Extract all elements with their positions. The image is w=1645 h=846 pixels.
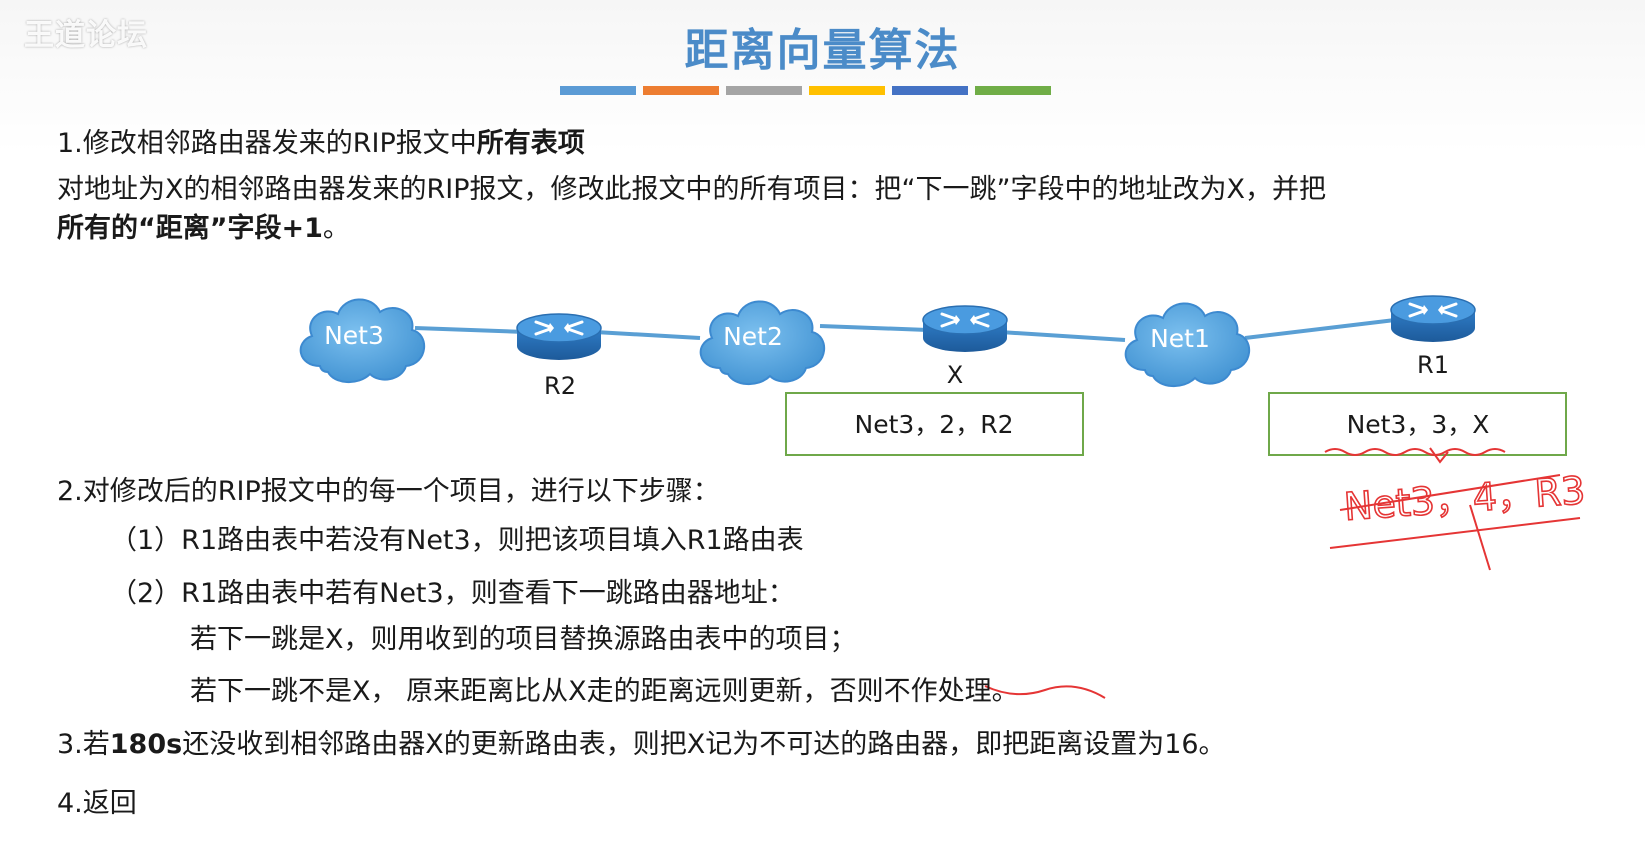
router-r1-label: R1 (1417, 351, 1449, 379)
step2-case2: 若下一跳不是X， 原来距离比从X走的距离远则更新，否则不作处理。 (190, 676, 1019, 707)
watermark: 王道论坛 (24, 18, 148, 53)
step3: 3.若180s还没收到相邻路由器X的更新路由表，则把X记为不可达的路由器，即把距… (57, 729, 1226, 760)
table-x: Net3，2，R2 (785, 392, 1084, 456)
step1-heading-text: 1.修改相邻路由器发来的RIP报文中 (57, 128, 477, 159)
handwritten-text: Net3，4，R3 (1343, 468, 1587, 529)
step2-sub1: （1）R1路由表中若没有Net3，则把该项目填入R1路由表 (110, 525, 804, 556)
color-bar-orange (643, 86, 719, 95)
step1-bold-text: 所有的“距离”字段+1 (57, 213, 323, 244)
cloud-net1-label: Net1 (1150, 324, 1210, 353)
step1-heading-bold: 所有表项 (476, 128, 585, 159)
color-bar-darkblue (892, 86, 968, 95)
router-x-label: X (947, 361, 963, 389)
table-r1: Net3，3，X (1268, 392, 1567, 456)
step4: 4.返回 (57, 788, 137, 819)
cloud-net3-label: Net3 (324, 321, 384, 350)
cloud-net1: Net1 (1124, 302, 1251, 388)
step3-suffix: 还没收到相邻路由器X的更新路由表，则把X记为不可达的路由器，即把距离设置为16。 (182, 729, 1226, 760)
step1-suffix: 。 (322, 213, 350, 244)
handwritten-annotation (984, 447, 1581, 699)
color-bar-yellow (809, 86, 885, 95)
cloud-net2: Net2 (699, 300, 826, 386)
step2-case1: 若下一跳是X，则用收到的项目替换源路由表中的项目； (190, 624, 857, 655)
cloud-net3: Net3 (299, 298, 426, 384)
step3-bold: 180s (109, 729, 183, 760)
step1-description: 对地址为X的相邻路由器发来的RIP报文，修改此报文中的所有项目：把“下一跳”字段… (57, 174, 1326, 205)
color-bar-blue (560, 86, 636, 95)
cloud-net2-label: Net2 (723, 322, 783, 351)
router-r2-label: R2 (544, 372, 576, 400)
step1-description-cont: 所有的“距离”字段+1。 (57, 213, 350, 244)
network-links (414, 318, 1396, 342)
step2-heading: 2.对修改后的RIP报文中的每一个项目，进行以下步骤： (57, 476, 720, 507)
table-x-entry: Net3，2，R2 (855, 410, 1014, 439)
step3-prefix: 3.若 (57, 729, 110, 760)
table-r1-entry: Net3，3，X (1347, 410, 1490, 439)
color-bar-green (975, 86, 1051, 95)
router-x: X (921, 304, 1009, 389)
color-bar-gray (726, 86, 802, 95)
slide-title: 距离向量算法 (684, 25, 961, 76)
router-r2: R2 (515, 312, 603, 400)
router-r1: R1 (1389, 294, 1477, 379)
step2-sub2: （2）R1路由表中若有Net3，则查看下一跳路由器地址： (110, 578, 795, 609)
step1-heading: 1.修改相邻路由器发来的RIP报文中所有表项 (57, 128, 585, 159)
